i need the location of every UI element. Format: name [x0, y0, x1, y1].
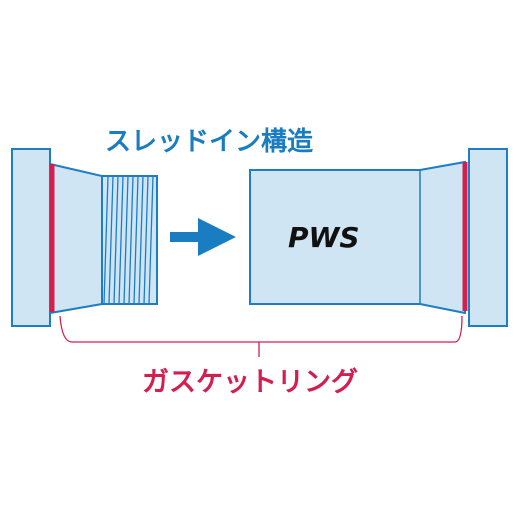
right-arrow-icon — [170, 218, 236, 256]
diagram-title: スレッドイン構造 — [105, 127, 314, 157]
left-cup-body — [49, 162, 103, 315]
right-frame-block — [468, 148, 508, 327]
gasket-bracket — [59, 315, 463, 343]
pws-label: PWS — [288, 221, 360, 254]
thread-lines — [103, 175, 154, 305]
left-frame-block — [11, 148, 51, 327]
gasket-ring-label: ガスケットリング — [142, 367, 358, 398]
